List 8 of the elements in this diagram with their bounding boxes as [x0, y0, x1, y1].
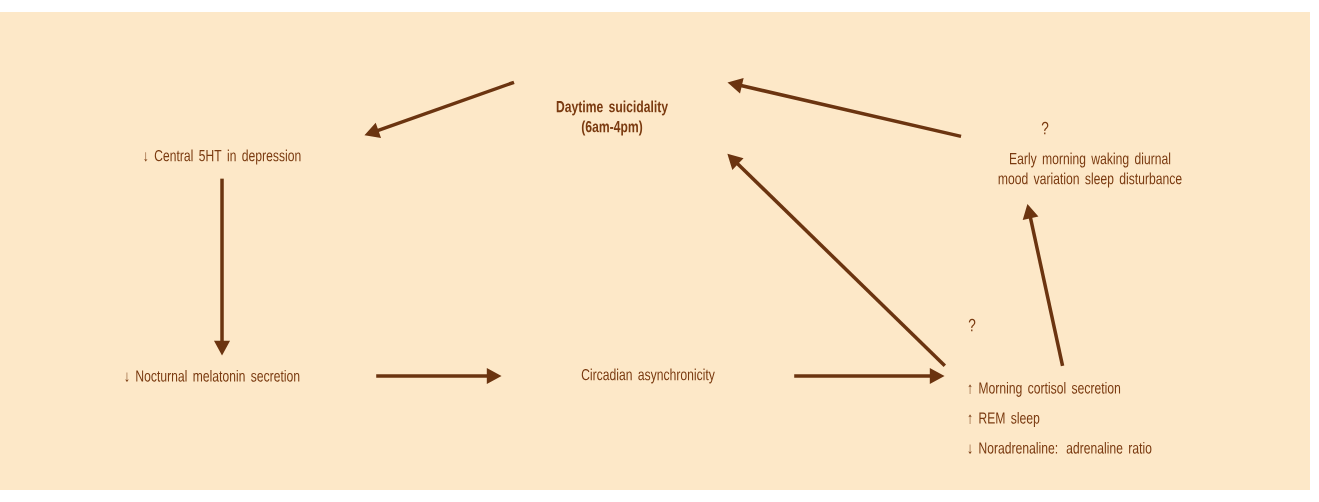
factor-label: Circadian asynchronicity [581, 368, 715, 384]
edge-label: ? [968, 318, 976, 332]
factor-label: ↓ Central 5HT in depression [144, 149, 301, 165]
edge-label: ? [1041, 121, 1049, 135]
factor-list: ↑ Morning cortisol secretion ↑ REM sleep ↓ Noradrenaline: adrenaline ratio [968, 381, 1152, 455]
factor-label: Daytime suicidality (6am-4pm) [556, 100, 668, 136]
factor-label: ↓ Nocturnal melatonin secretion [125, 369, 300, 383]
factor-label: Early morning waking diurnal mood variation sleep disturbance [998, 152, 1182, 188]
